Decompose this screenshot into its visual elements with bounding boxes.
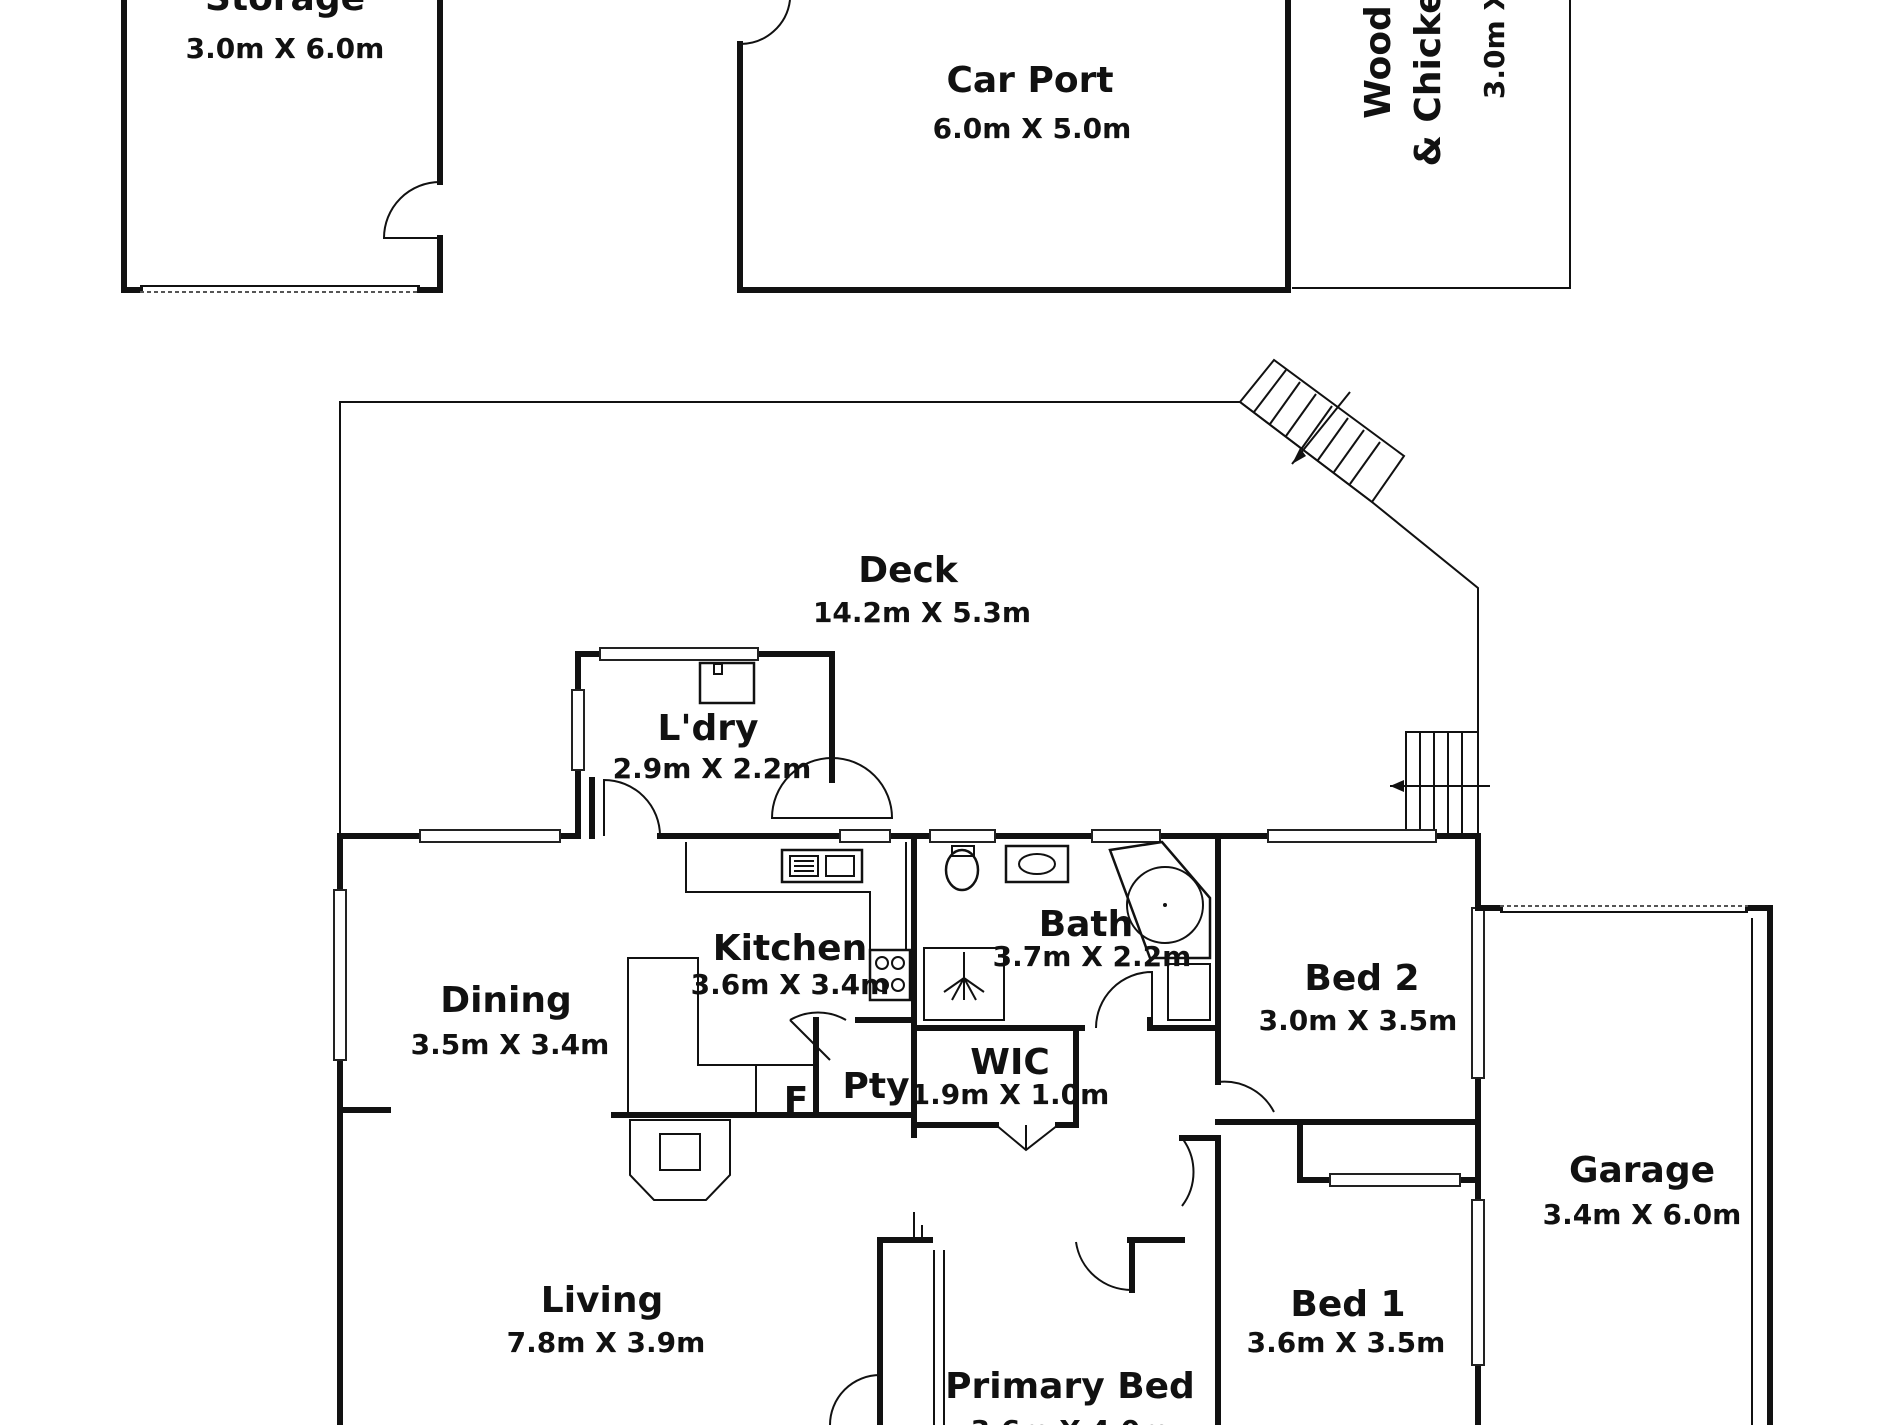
wood-chicken-shed: [1292, 0, 1571, 289]
wic-label: WIC: [970, 1042, 1050, 1083]
fridge-label: F: [784, 1080, 809, 1121]
deck-label: Deck: [858, 550, 959, 591]
wic-dim: 1.9m X 1.0m: [911, 1078, 1110, 1111]
doors: [829, 1080, 1275, 1425]
carport-label: Car Port: [946, 60, 1113, 101]
dining-dim: 3.5m X 3.4m: [411, 1028, 610, 1061]
deck-stairs-right: [1390, 731, 1490, 837]
storage-building: [121, 0, 443, 293]
dining-label: Dining: [440, 980, 572, 1021]
bed1-dim: 3.6m X 3.5m: [1247, 1326, 1446, 1359]
bath-label: Bath: [1039, 904, 1134, 945]
wood-label-line1: Wood: [1358, 5, 1399, 119]
living-label: Living: [541, 1280, 663, 1321]
deck-dim: 14.2m X 5.3m: [813, 596, 1031, 629]
bath-fixtures: [923, 829, 1212, 1029]
laundry-label: L'dry: [658, 708, 759, 749]
laundry-room: [571, 647, 894, 839]
bed2-dim: 3.0m X 3.5m: [1259, 1004, 1458, 1037]
garage-dim: 3.4m X 6.0m: [1543, 1198, 1742, 1231]
living-dim: 7.8m X 3.9m: [507, 1326, 706, 1359]
deck-stairs-top: [1238, 358, 1406, 504]
primary-bed-dim: 3.6m X 4.0m: [971, 1414, 1170, 1425]
bed2-label: Bed 2: [1304, 958, 1419, 999]
carport-building: [737, 0, 1291, 293]
kitchen-label: Kitchen: [713, 928, 867, 969]
wood-dim: 3.0m X: [1478, 0, 1511, 99]
kitchen-dim: 3.6m X 3.4m: [691, 968, 890, 1001]
wood-label-line2: & Chicke: [1408, 0, 1449, 167]
primary-bed-label: Primary Bed: [945, 1366, 1195, 1407]
bath-dim: 3.7m X 2.2m: [993, 940, 1192, 973]
garage: [1475, 905, 1773, 1425]
carport-dim: 6.0m X 5.0m: [933, 112, 1132, 145]
storage-label: Storage: [205, 0, 365, 19]
deck-area: [339, 358, 1490, 837]
bed1-label: Bed 1: [1290, 1284, 1405, 1325]
laundry-dim: 2.9m X 2.2m: [613, 752, 812, 785]
pantry-label: Pty: [842, 1066, 909, 1107]
kitchen-fixtures: [627, 842, 912, 1201]
storage-dim: 3.0m X 6.0m: [186, 32, 385, 65]
garage-label: Garage: [1569, 1150, 1715, 1191]
